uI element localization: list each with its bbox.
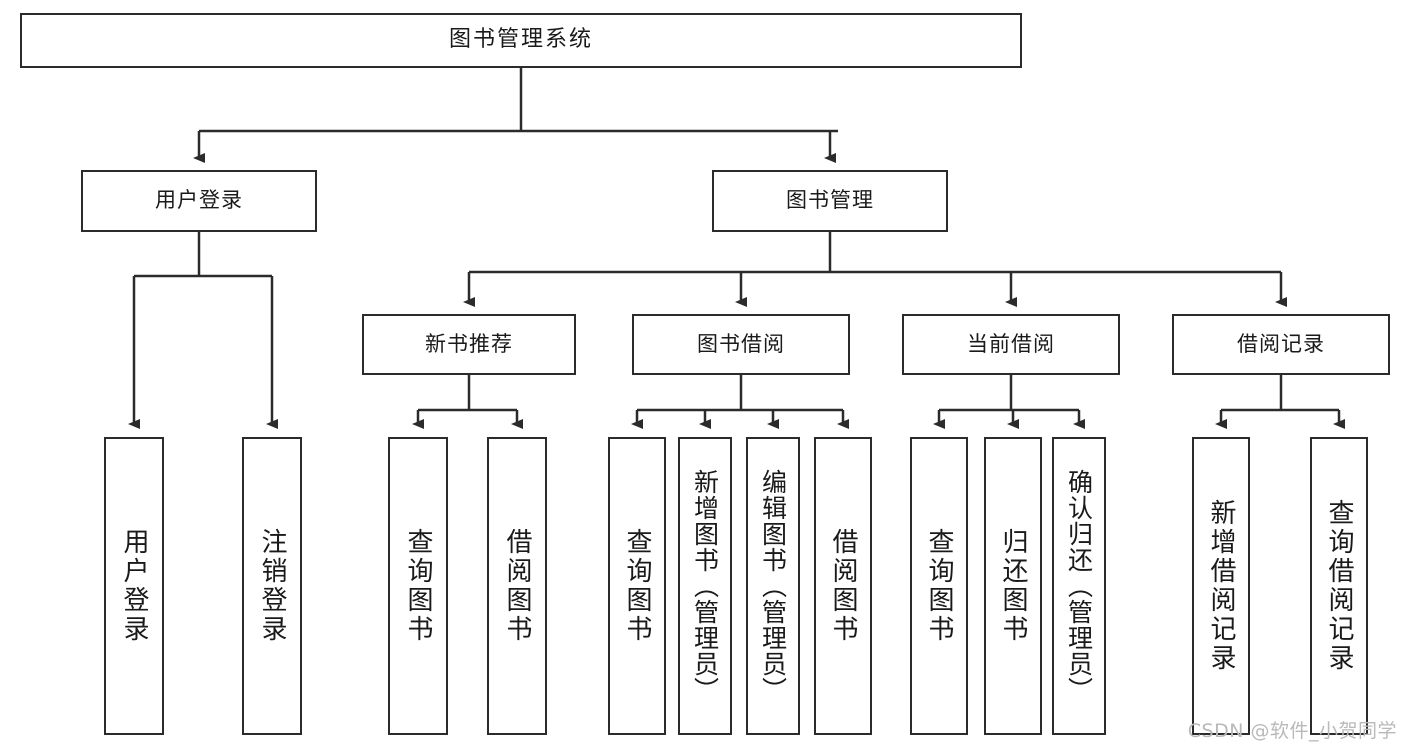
node-borrow-record[interactable]: 借阅记录	[1172, 314, 1390, 375]
node-label: 注销登录	[257, 528, 287, 644]
node-label: 借阅记录	[1237, 331, 1325, 356]
node-leaf-confirm-return[interactable]: 确认归还（管理员）	[1052, 437, 1106, 735]
node-label: 查询借阅记录	[1324, 499, 1354, 673]
node-label: 新书推荐	[425, 331, 513, 356]
node-label: 归还图书	[998, 528, 1028, 644]
node-label: 查询图书	[403, 528, 433, 644]
node-book-borrow[interactable]: 图书借阅	[632, 314, 850, 375]
node-leaf-user-login[interactable]: 用户登录	[104, 437, 164, 735]
node-leaf-return-book[interactable]: 归还图书	[984, 437, 1042, 735]
node-label: 用户登录	[119, 528, 149, 644]
node-leaf-borrow-book-1[interactable]: 借阅图书	[487, 437, 547, 735]
node-leaf-edit-book[interactable]: 编辑图书（管理员）	[746, 437, 800, 735]
node-label: 用户登录	[155, 188, 243, 213]
node-label: 编辑图书（管理员）	[758, 469, 788, 703]
node-user-login[interactable]: 用户登录	[81, 170, 317, 232]
node-current-borrow[interactable]: 当前借阅	[902, 314, 1120, 375]
node-leaf-add-book[interactable]: 新增图书（管理员）	[678, 437, 732, 735]
node-book-manage[interactable]: 图书管理	[712, 170, 948, 232]
watermark-text: CSDN @软件_小贺同学	[1187, 720, 1397, 742]
node-leaf-query-record[interactable]: 查询借阅记录	[1310, 437, 1368, 735]
node-label: 新增图书（管理员）	[690, 469, 720, 703]
node-label: 新增借阅记录	[1206, 499, 1236, 673]
node-root-system[interactable]: 图书管理系统	[20, 13, 1022, 68]
node-leaf-query-book-2[interactable]: 查询图书	[608, 437, 666, 735]
node-leaf-query-book-1[interactable]: 查询图书	[388, 437, 448, 735]
node-leaf-logout[interactable]: 注销登录	[242, 437, 302, 735]
node-label: 借阅图书	[828, 528, 858, 644]
node-label: 确认归还（管理员）	[1064, 469, 1094, 703]
node-label: 图书管理系统	[448, 27, 593, 53]
node-label: 查询图书	[622, 528, 652, 644]
node-leaf-add-record[interactable]: 新增借阅记录	[1192, 437, 1250, 735]
node-leaf-borrow-book-2[interactable]: 借阅图书	[814, 437, 872, 735]
node-new-book-rec[interactable]: 新书推荐	[362, 314, 576, 375]
node-label: 借阅图书	[502, 528, 532, 644]
node-label: 当前借阅	[967, 331, 1055, 356]
node-label: 图书借阅	[697, 331, 785, 356]
node-leaf-query-book-3[interactable]: 查询图书	[910, 437, 968, 735]
node-label: 查询图书	[924, 528, 954, 644]
node-label: 图书管理	[786, 188, 874, 213]
